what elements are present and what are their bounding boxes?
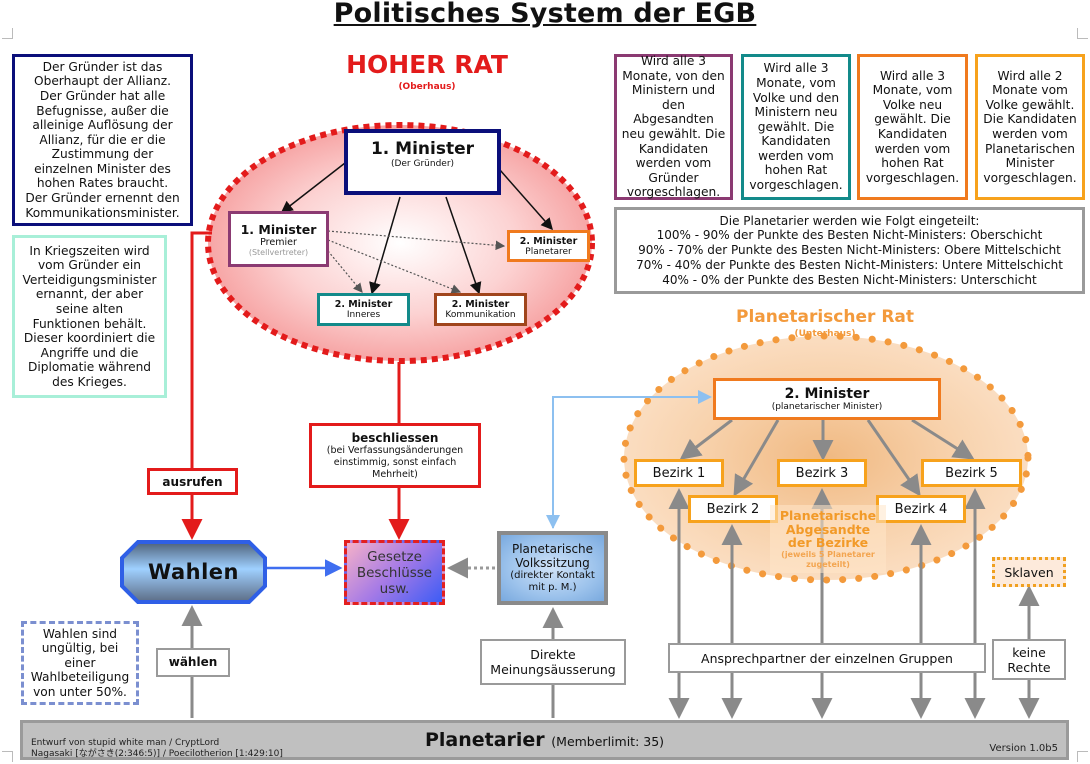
term-note-planetarer: Wird alle 2 Monate vom Volke gewählt. Di…	[975, 54, 1085, 200]
planetarischer-rat-subheading: (Unterhaus)	[794, 329, 856, 339]
planetarier-bar[interactable]: Planetarier (Memberlimit: 35) Entwurf vo…	[20, 720, 1069, 760]
direkte-meinung-label: Direkte Meinungsäusserung	[480, 639, 626, 685]
bezirk-2[interactable]: Bezirk 2	[688, 495, 778, 523]
wahl-info-note: Wahlen sind ungültig, bei einer Wahlbete…	[21, 621, 139, 705]
planetarer-minister-box[interactable]: 2. Minister Planetarer	[507, 230, 590, 262]
keine-rechte-label: keine Rechte	[992, 639, 1066, 680]
planetarier-title: Planetarier	[424, 729, 545, 751]
volkssitzung-node[interactable]: Planetarische Volkssitzung (direkter Kon…	[497, 531, 608, 605]
term-note-kommunikation: Wird alle 3 Monate, vom Volke neu gewähl…	[857, 54, 968, 200]
term-note-premier: Wird alle 3 Monate, von den Ministern un…	[614, 54, 733, 200]
hoher-rat-subheading: (Oberhaus)	[398, 82, 456, 92]
gesetze-node[interactable]: Gesetze Beschlüsse usw.	[344, 540, 445, 605]
inneres-minister-box[interactable]: 2. Minister Inneres	[317, 293, 410, 326]
term-note-inneres: Wird alle 3 Monate, vom Volke und den Mi…	[741, 54, 851, 200]
beschliessen-box: beschliessen (bei Verfassungsänderungen …	[309, 423, 481, 488]
corner-mark	[2, 28, 13, 39]
krieg-info-note: In Kriegszeiten wird vom Gründer ein Ver…	[12, 235, 167, 398]
gruender-info-note: Der Gründer ist das Oberhaupt der Allian…	[12, 54, 193, 226]
wahlen-node[interactable]: Wahlen	[120, 540, 267, 604]
corner-mark	[1077, 751, 1088, 762]
bezirk-4[interactable]: Bezirk 4	[876, 495, 966, 523]
wahlen-octagon-shape	[120, 540, 267, 604]
gruender-minister-box[interactable]: 1. Minister (Der Gründer)	[344, 129, 501, 195]
classes-note: Die Planetarier werden wie Folgt eingete…	[614, 207, 1085, 294]
kommunikation-minister-box[interactable]: 2. Minister Kommunikation	[434, 293, 527, 326]
planetarischer-minister-box[interactable]: 2. Minister (planetarischer Minister)	[713, 378, 941, 420]
premier-minister-box[interactable]: 1. Minister Premier (Stellvertreter)	[228, 211, 329, 267]
credits: Entwurf von stupid white man / CryptLord…	[31, 738, 283, 759]
ausrufen-label: ausrufen	[147, 468, 238, 495]
corner-mark	[1077, 28, 1088, 39]
sklaven-node[interactable]: Sklaven	[992, 557, 1066, 587]
waehlen-label: wählen	[156, 648, 230, 677]
abgesandte-label: Planetarische Abgesandte der Bezirke (je…	[770, 505, 886, 573]
bezirk-5[interactable]: Bezirk 5	[921, 459, 1022, 487]
planetarischer-rat-heading: Planetarischer Rat	[735, 307, 915, 327]
version-label: Version 1.0b5	[989, 743, 1058, 754]
hoher-rat-heading: HOHER RAT	[346, 50, 508, 79]
ansprechpartner-label: Ansprechpartner der einzelnen Gruppen	[668, 643, 986, 673]
memberlimit: (Memberlimit: 35)	[551, 734, 665, 749]
page-title: Politisches System der EGB	[333, 0, 757, 29]
bezirk-3[interactable]: Bezirk 3	[777, 459, 867, 487]
bezirk-1[interactable]: Bezirk 1	[634, 459, 724, 487]
corner-mark	[2, 751, 13, 762]
